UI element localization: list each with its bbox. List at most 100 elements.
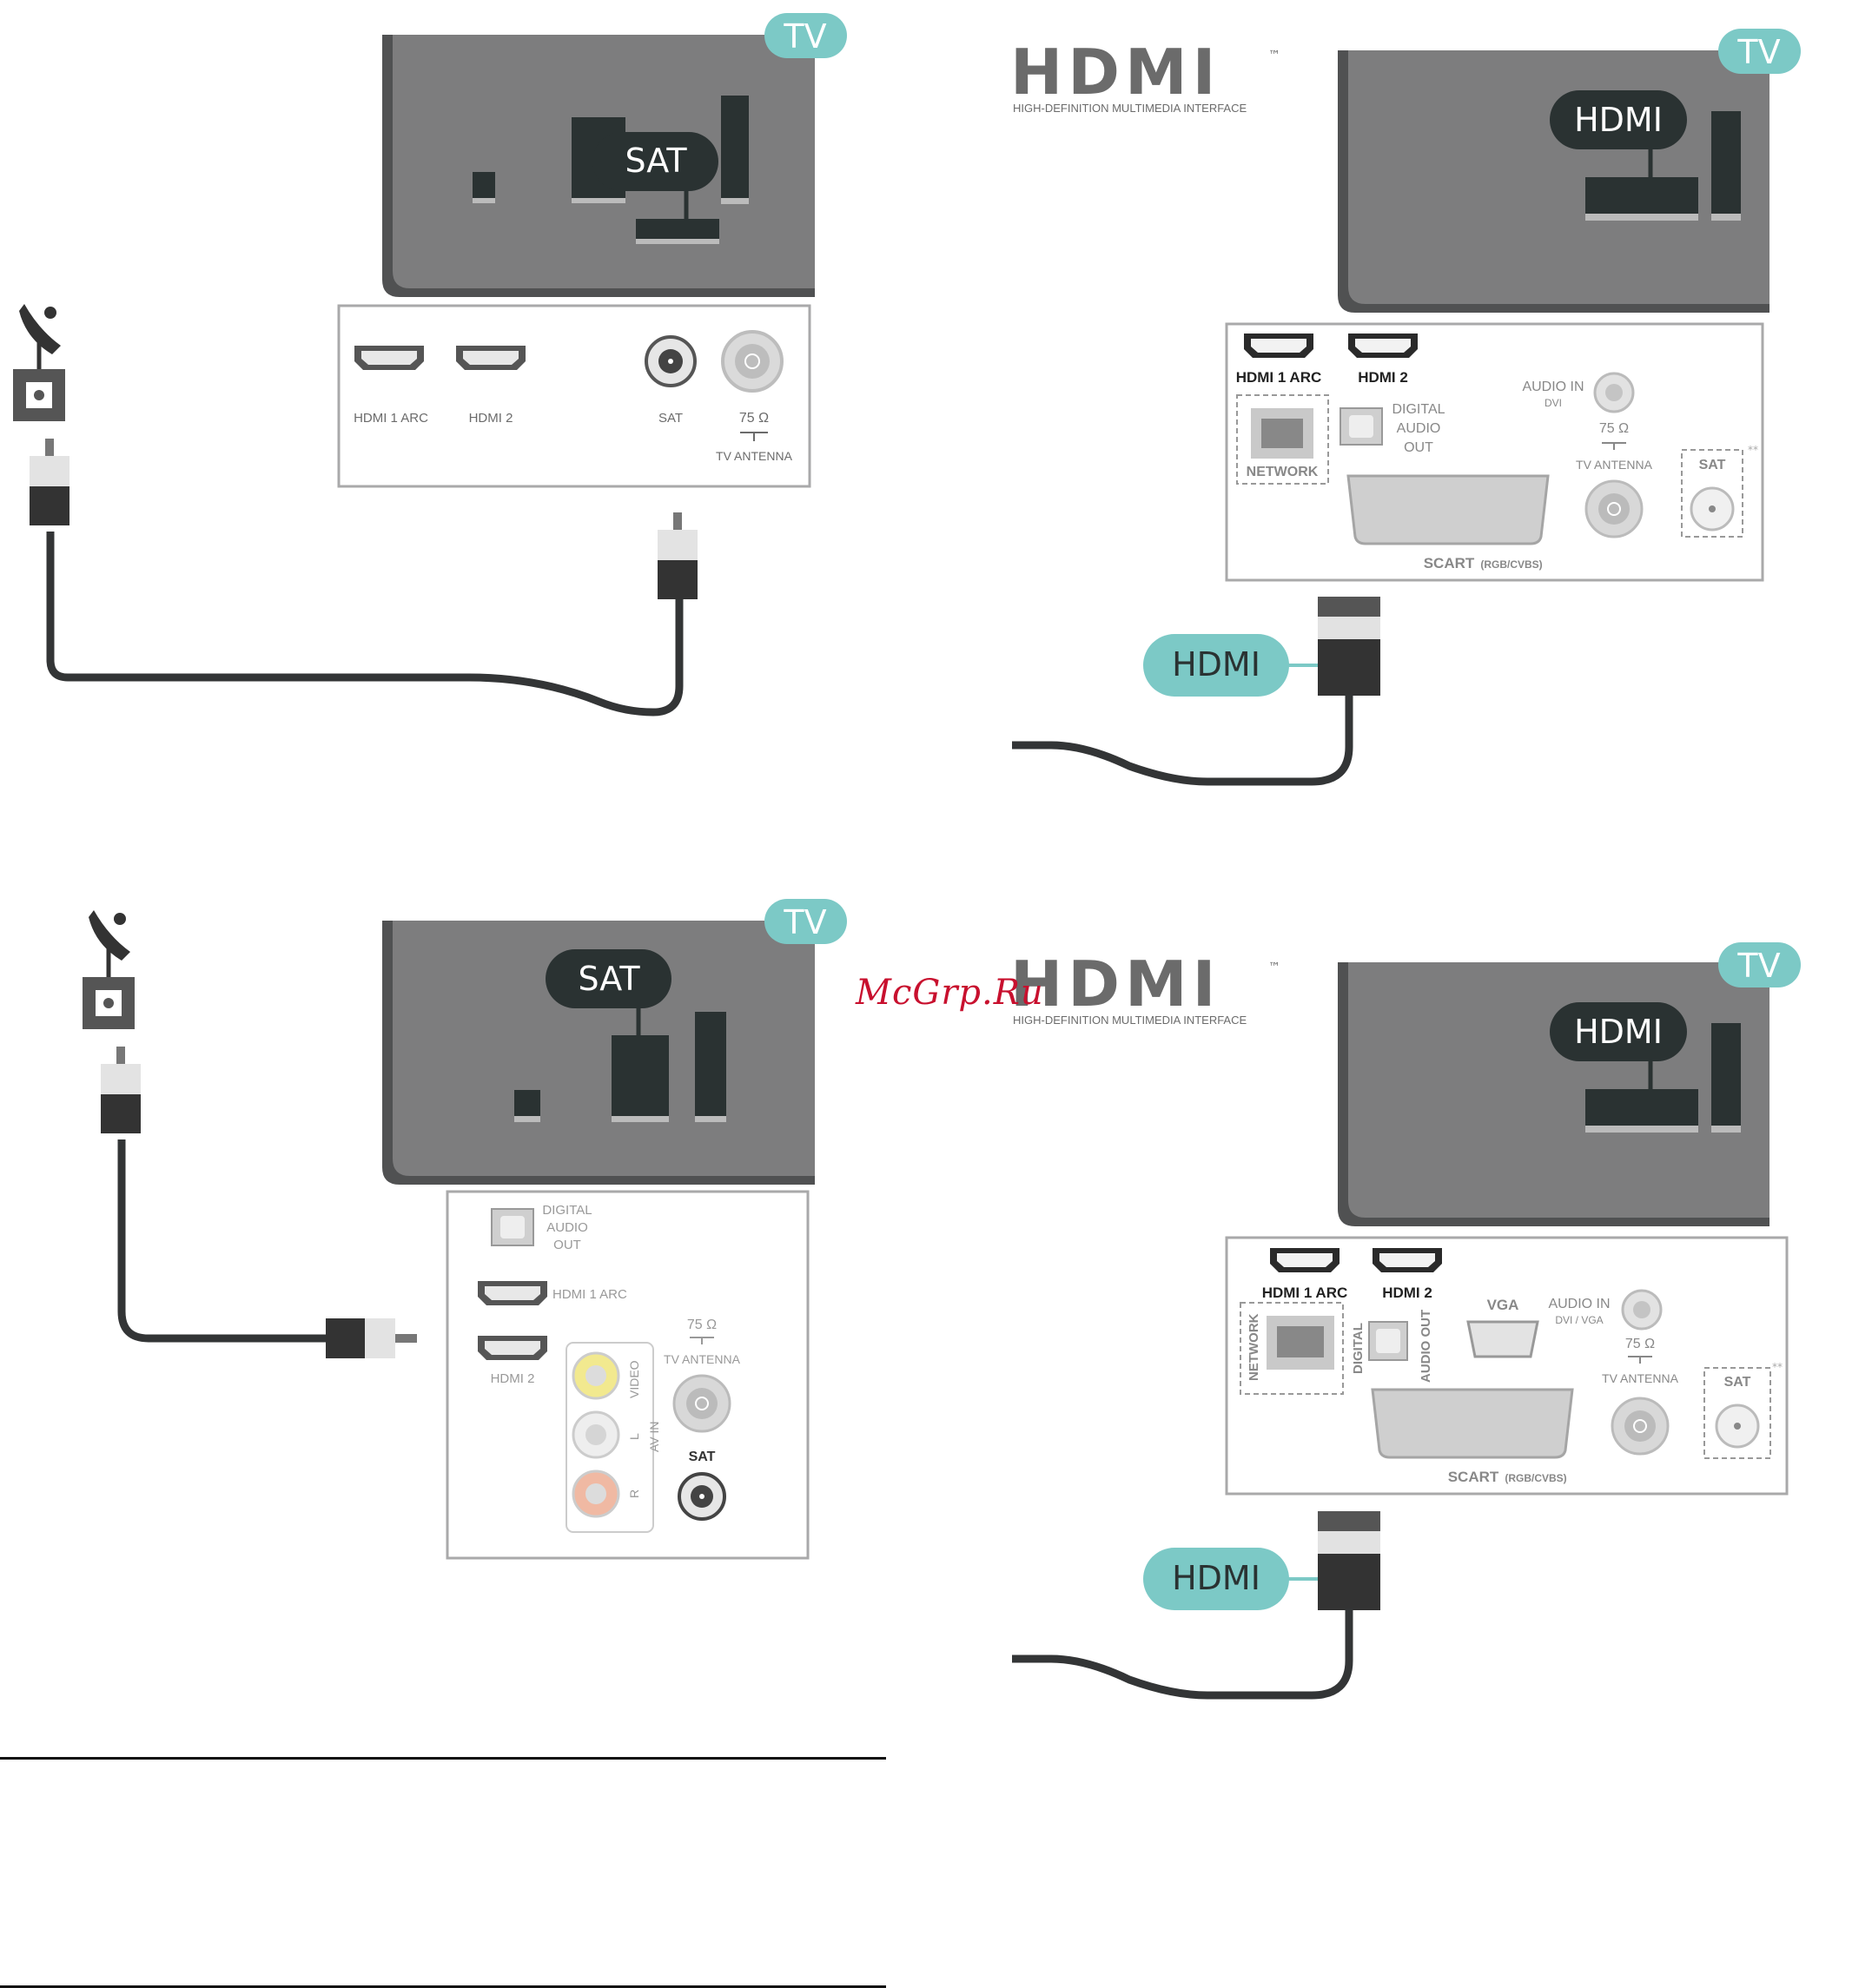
audio-in-jack-icon — [1621, 1289, 1663, 1331]
watermark: McGrp.Ru — [856, 973, 1044, 1013]
hdmi-bubble: HDMI — [1550, 1002, 1687, 1061]
svg-text:(RGB/CVBS): (RGB/CVBS) — [1480, 558, 1542, 571]
svg-text:™: ™ — [1268, 49, 1280, 63]
hdmi-bubble: HDMI — [1143, 1548, 1289, 1610]
rca-port-icon — [572, 1351, 620, 1400]
svg-text:SCART: SCART — [1448, 1469, 1499, 1485]
connector-panel — [446, 1190, 810, 1560]
optical-port-icon — [1340, 407, 1383, 446]
svg-text:DIGITAL: DIGITAL — [1351, 1323, 1366, 1374]
diagram-sat-connection-2: TV SAT DIGITAL AUDIO OUT HDMI 1 ARC HDMI… — [83, 899, 847, 1560]
svg-text:AUDIO IN: AUDIO IN — [1548, 1297, 1610, 1311]
svg-text:TV ANTENNA: TV ANTENNA — [1602, 1371, 1679, 1385]
svg-text:HDMI: HDMI — [1010, 948, 1220, 1020]
svg-text:AUDIO OUT: AUDIO OUT — [1419, 1310, 1433, 1383]
svg-text:DIGITAL: DIGITAL — [1392, 402, 1445, 417]
divider-line — [0, 1757, 886, 1760]
svg-text:AUDIO IN: AUDIO IN — [1522, 380, 1584, 394]
svg-text:SAT: SAT — [625, 142, 687, 180]
hdmi-bubble: HDMI — [1550, 90, 1687, 149]
ethernet-port-icon — [1251, 408, 1313, 459]
coax-cable — [117, 1139, 326, 1343]
optical-port-icon — [1368, 1321, 1408, 1361]
svg-text:™: ™ — [1268, 961, 1280, 974]
connector-panel — [337, 304, 811, 488]
svg-text:75 Ω: 75 Ω — [687, 1318, 717, 1332]
svg-text:TV: TV — [783, 17, 826, 56]
divider-line — [0, 1985, 886, 1988]
coax-plug-icon — [101, 1047, 141, 1133]
svg-text:HDMI 2: HDMI 2 — [1358, 369, 1408, 386]
svg-text:HIGH-DEFINITION MULTIMEDIA INT: HIGH-DEFINITION MULTIMEDIA INTERFACE — [1013, 1014, 1247, 1027]
coax-port-icon — [645, 335, 697, 387]
svg-text:HIGH-DEFINITION MULTIMEDIA INT: HIGH-DEFINITION MULTIMEDIA INTERFACE — [1013, 102, 1247, 115]
svg-text:TV ANTENNA: TV ANTENNA — [1576, 458, 1653, 472]
svg-text:(RGB/CVBS): (RGB/CVBS) — [1505, 1472, 1566, 1484]
svg-text:SCART: SCART — [1424, 555, 1475, 571]
svg-text:HDMI: HDMI — [1172, 645, 1260, 684]
tv-badge: TV — [1718, 942, 1801, 987]
diagram-hdmi-connection-2: HDMI ™ HIGH-DEFINITION MULTIMEDIA INTERF… — [1010, 942, 1801, 1700]
satellite-dish-icon — [19, 304, 61, 369]
coax-port-icon — [1611, 1397, 1670, 1456]
coax-port-icon — [1690, 486, 1735, 532]
svg-text:TV: TV — [783, 903, 826, 941]
audio-in-jack-icon — [1593, 372, 1635, 413]
svg-text:75 Ω: 75 Ω — [1599, 421, 1629, 436]
svg-text:NETWORK: NETWORK — [1247, 465, 1319, 479]
coax-port-icon — [1715, 1403, 1760, 1449]
diagram-sat-connection-1: TV SAT HDMI 1 ARC HDMI 2 SAT 75 Ω — [13, 13, 847, 717]
rca-port-icon — [572, 1410, 620, 1459]
coax-cable — [46, 532, 684, 717]
wall-socket-icon — [13, 369, 65, 421]
svg-text:DIGITAL: DIGITAL — [542, 1203, 592, 1218]
tv-badge: TV — [764, 13, 847, 58]
svg-text:DVI: DVI — [1545, 397, 1562, 409]
rca-port-icon — [572, 1470, 620, 1518]
svg-text:HDMI 1 ARC: HDMI 1 ARC — [1236, 369, 1322, 386]
svg-text:75 Ω: 75 Ω — [1625, 1337, 1655, 1351]
coax-port-icon — [721, 330, 784, 393]
svg-text:AV IN: AV IN — [647, 1421, 661, 1452]
hdmi-logo: HDMI ™ HIGH-DEFINITION MULTIMEDIA INTERF… — [1010, 948, 1280, 1027]
svg-text:R: R — [627, 1489, 641, 1498]
svg-text:TV: TV — [1736, 947, 1780, 985]
svg-text:TV ANTENNA: TV ANTENNA — [664, 1352, 741, 1366]
svg-text:HDMI: HDMI — [1172, 1559, 1260, 1597]
svg-text:AUDIO: AUDIO — [1397, 421, 1441, 436]
vga-port-icon — [1466, 1320, 1539, 1358]
svg-text:NETWORK: NETWORK — [1247, 1313, 1261, 1381]
tv-badge: TV — [764, 899, 847, 944]
hdmi-plug-icon — [1318, 1511, 1380, 1610]
hdmi-cable — [1012, 695, 1353, 786]
coax-port-icon — [1584, 479, 1644, 538]
satellite-dish-icon — [89, 910, 130, 977]
sat-bubble: SAT — [592, 132, 718, 191]
svg-text:SAT: SAT — [1724, 1375, 1751, 1390]
svg-text:SAT: SAT — [578, 960, 640, 998]
svg-text:VIDEO: VIDEO — [627, 1360, 641, 1398]
coax-plug-icon — [658, 512, 698, 599]
svg-text:OUT: OUT — [553, 1238, 581, 1252]
hdmi-plug-icon — [1318, 597, 1380, 696]
svg-text:TV ANTENNA: TV ANTENNA — [716, 449, 793, 463]
svg-text:**: ** — [1772, 1361, 1783, 1373]
svg-text:TV: TV — [1736, 33, 1780, 71]
svg-text:SAT: SAT — [1699, 458, 1726, 472]
svg-text:L: L — [627, 1433, 641, 1440]
svg-text:VGA: VGA — [1487, 1297, 1519, 1313]
wall-socket-icon — [83, 977, 135, 1029]
svg-text:SAT: SAT — [658, 411, 683, 426]
hdmi-bubble: HDMI — [1143, 634, 1289, 697]
diagram-hdmi-connection-1: HDMI ™ HIGH-DEFINITION MULTIMEDIA INTERF… — [1010, 29, 1801, 786]
svg-text:**: ** — [1748, 444, 1758, 456]
svg-text:DVI / VGA: DVI / VGA — [1555, 1314, 1603, 1326]
tv-badge: TV — [1718, 29, 1801, 74]
svg-text:SAT: SAT — [689, 1450, 716, 1464]
svg-text:AUDIO: AUDIO — [546, 1220, 588, 1235]
hdmi-logo: HDMI ™ HIGH-DEFINITION MULTIMEDIA INTERF… — [1010, 36, 1280, 115]
svg-text:HDMI 2: HDMI 2 — [491, 1371, 535, 1386]
svg-text:75 Ω: 75 Ω — [739, 411, 769, 426]
svg-text:HDMI 1 ARC: HDMI 1 ARC — [354, 411, 428, 426]
